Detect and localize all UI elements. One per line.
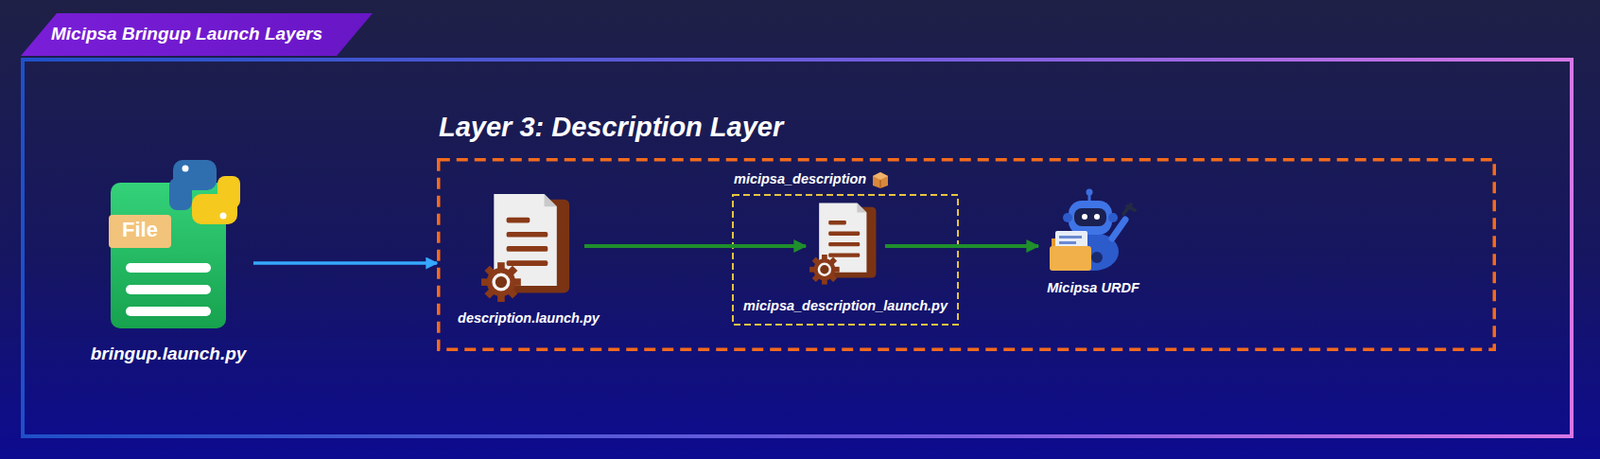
group-heading: micipsa_description: [733, 171, 867, 188]
package-group: micipsa_descriptionmicipsa_description_l…: [731, 193, 959, 326]
arrow-connector: [253, 260, 437, 265]
outer-frame: [22, 59, 1572, 436]
node-label: description.launch.py: [457, 310, 600, 327]
node-label: bringup.launch.py: [90, 343, 247, 366]
node-label: Micipsa URDF: [1046, 279, 1140, 296]
dashed-border: [732, 194, 958, 325]
arrow-connector: [584, 243, 806, 248]
arrow-connector: [885, 243, 1039, 248]
robot-icon: [1049, 189, 1135, 272]
launch-file-icon: [809, 202, 876, 284]
package-lid: [872, 172, 888, 180]
launch-file-node: description.launch.py: [472, 184, 585, 327]
package-box: [872, 172, 888, 189]
launch-file-node: micipsa_description_launch.py: [805, 198, 886, 309]
heading-row: Layer 3: Description Layer: [438, 110, 783, 144]
node-label: micipsa_description_launch.py: [743, 297, 948, 314]
package-tape: [880, 179, 882, 189]
group-heading: Layer 3: Description Layer: [438, 110, 783, 144]
urdf-node: Micipsa URDF: [1038, 193, 1148, 300]
layer-group: Layer 3: Description Layerdescription.la…: [436, 157, 1496, 351]
icon-tag-text: File: [121, 217, 158, 243]
dashed-border: [438, 159, 1496, 350]
python-file-icon: [108, 159, 241, 329]
package-icon: [870, 171, 890, 189]
heading-row: micipsa_description: [733, 171, 890, 189]
launch-file-node: bringup.launch.py: [83, 151, 254, 375]
launch-file-icon: [481, 193, 570, 302]
title-tab: [20, 13, 373, 56]
diagram-title: Micipsa Bringup Launch Layers: [51, 23, 323, 46]
